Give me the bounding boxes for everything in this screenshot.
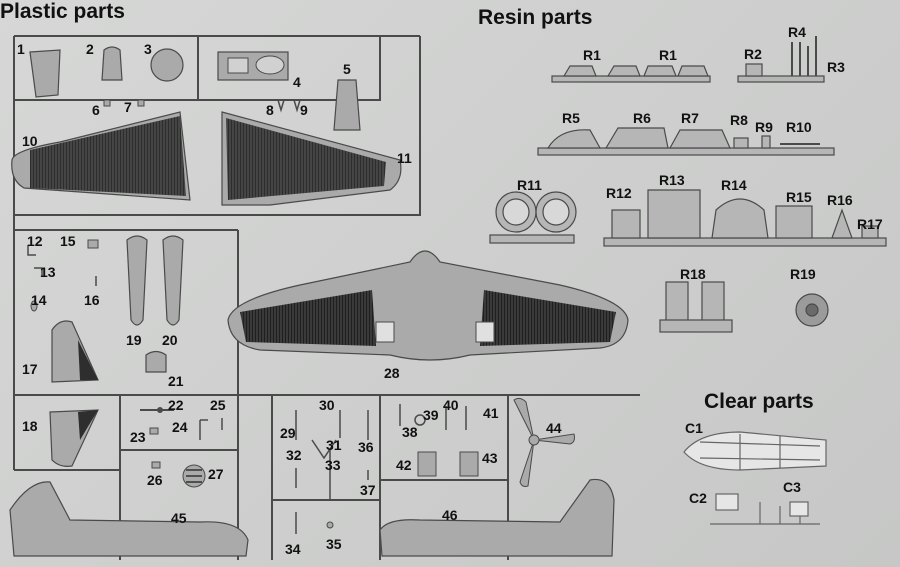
resin-part-label: R19: [790, 266, 816, 282]
propeller-shape: [513, 397, 575, 487]
part-label: 23: [130, 429, 146, 445]
clear-part-label: C3: [783, 479, 801, 495]
part-label: 16: [84, 292, 100, 308]
part-label: 17: [22, 361, 38, 377]
part-label: 22: [168, 397, 184, 413]
plastic-parts-heading: Plastic parts: [0, 0, 125, 23]
resin-part-label: R14: [721, 177, 747, 193]
part-label: 27: [208, 466, 224, 482]
part-label: 29: [280, 425, 296, 441]
part-label: 28: [384, 365, 400, 381]
resin-part-label: R17: [857, 216, 883, 232]
part-label: 24: [172, 419, 188, 435]
part-label: 30: [319, 397, 335, 413]
part-label: 6: [92, 102, 100, 118]
part-label: 21: [168, 373, 184, 389]
part-label: 43: [482, 450, 498, 466]
resin-part-label: R11: [517, 177, 542, 193]
resin-part-label: R3: [827, 59, 845, 75]
part-label: 3: [144, 41, 152, 57]
part-label: 1: [17, 41, 25, 57]
resin-part-label: R1: [659, 47, 677, 63]
resin-part-label: R15: [786, 189, 812, 205]
resin-part-label: R10: [786, 119, 812, 135]
part-label: 2: [86, 41, 94, 57]
clear-part-label: C1: [685, 420, 703, 436]
part-label: 4: [293, 74, 301, 90]
part-label: 41: [483, 405, 499, 421]
part-label: 36: [358, 439, 374, 455]
part-label: 40: [443, 397, 459, 413]
resin-part-label: R13: [659, 172, 685, 188]
part-label: 18: [22, 418, 38, 434]
part-label: 14: [31, 292, 47, 308]
part-label: 7: [124, 99, 132, 115]
part-label: 25: [210, 397, 226, 413]
part-label: 31: [326, 437, 342, 453]
part-label: 45: [171, 510, 187, 526]
part-label: 19: [126, 332, 142, 348]
part-label: 5: [343, 61, 351, 77]
part-label: 32: [286, 447, 302, 463]
part-label: 20: [162, 332, 178, 348]
part-label: 46: [442, 507, 458, 523]
part-label: 37: [360, 482, 376, 498]
resin-part-label: R1: [583, 47, 601, 63]
clear-parts-heading: Clear parts: [704, 390, 814, 413]
resin-part-label: R8: [730, 112, 748, 128]
part-label: 44: [546, 420, 562, 436]
clear-part-label: C2: [689, 490, 707, 506]
resin-part-label: R9: [755, 119, 773, 135]
part-label: 8: [266, 102, 274, 118]
resin-part-label: R7: [681, 110, 699, 126]
sprue-frame-top: [13, 35, 421, 230]
resin-part-label: R5: [562, 110, 580, 126]
resin-part-label: R2: [744, 46, 762, 62]
part-label: 38: [402, 424, 418, 440]
resin-part-label: R18: [680, 266, 706, 282]
resin-parts-heading: Resin parts: [478, 6, 593, 29]
part-label: 11: [397, 150, 412, 166]
resin-part-label: R16: [827, 192, 853, 208]
part-label: 10: [22, 133, 38, 149]
part-label: 35: [326, 536, 342, 552]
part-label: 33: [325, 457, 341, 473]
resin-part-label: R6: [633, 110, 651, 126]
part-label: 39: [423, 407, 439, 423]
part-label: 15: [60, 233, 76, 249]
resin-part-label: R12: [606, 185, 632, 201]
part-label: 34: [285, 541, 301, 557]
part-label: 12: [27, 233, 43, 249]
part-label: 9: [300, 102, 308, 118]
part-label: 42: [396, 457, 412, 473]
part-label: 13: [40, 264, 56, 280]
part-1-shape: [29, 49, 61, 98]
part-label: 26: [147, 472, 163, 488]
resin-part-label: R4: [788, 24, 806, 40]
